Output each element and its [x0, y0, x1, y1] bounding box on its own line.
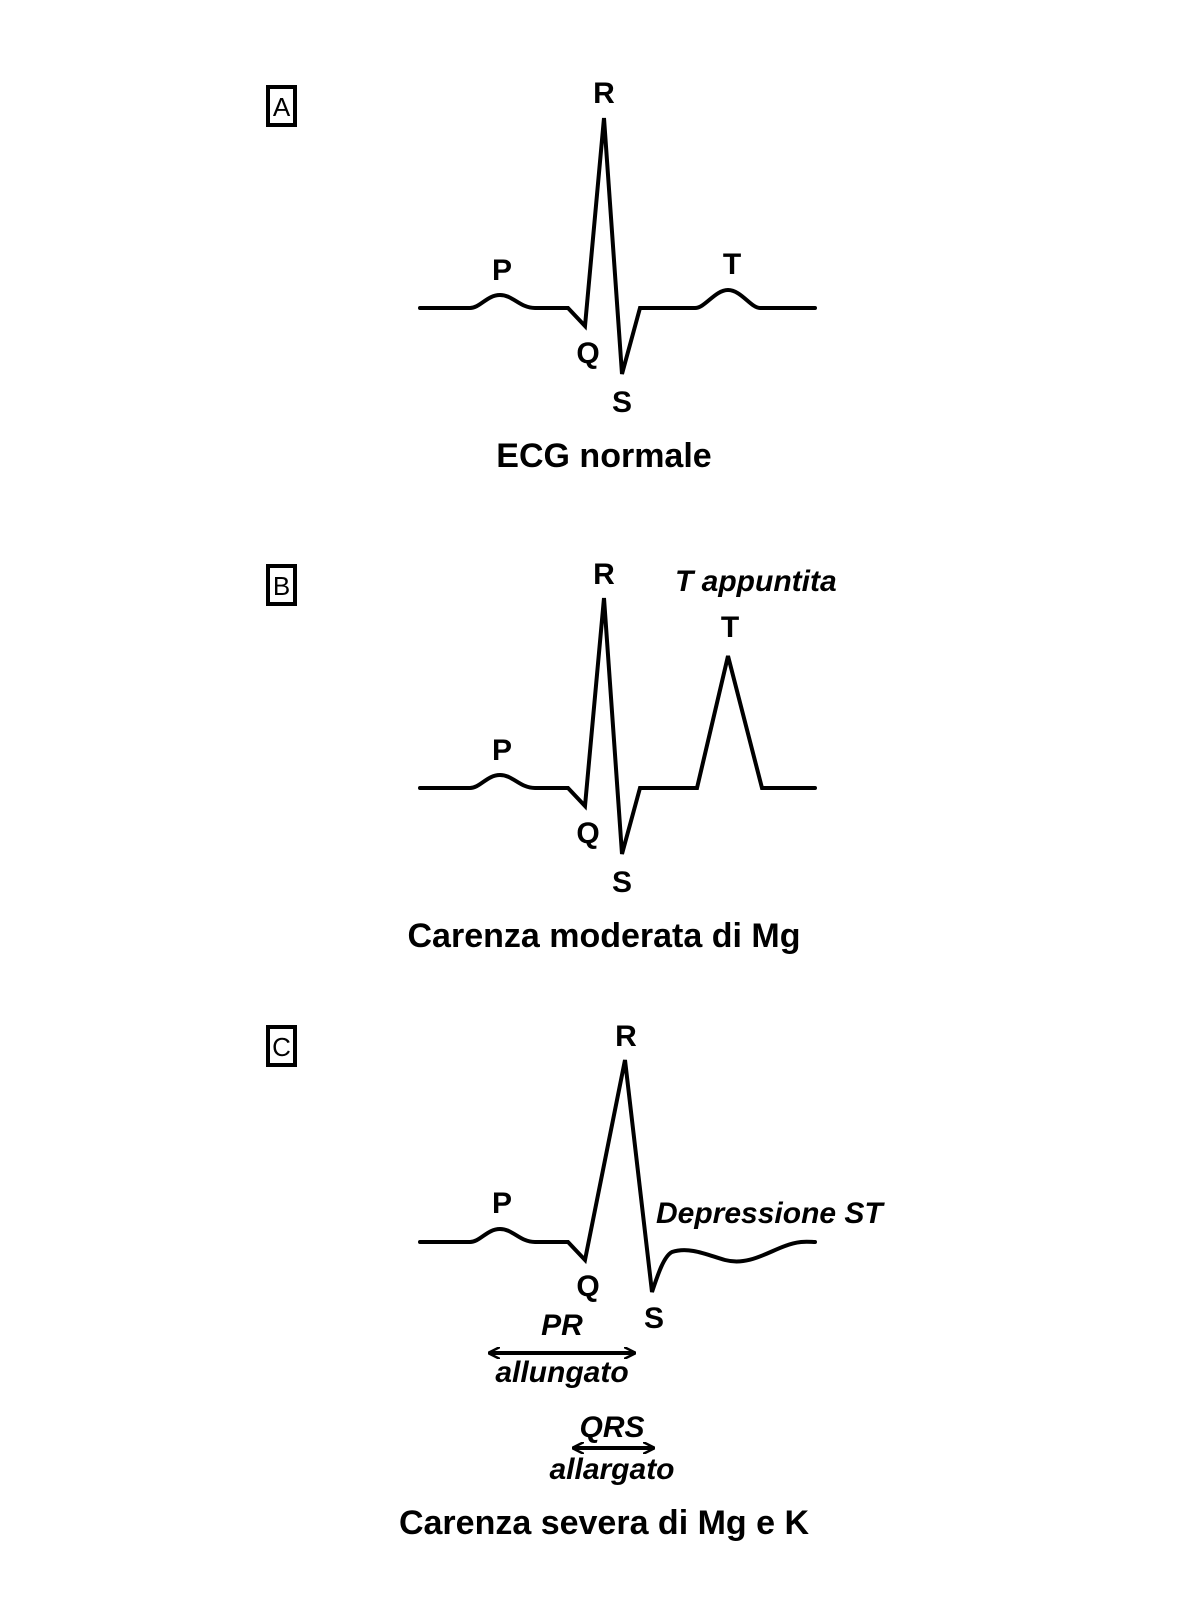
- panel-c-st-annotation: Depressione ST: [656, 1197, 885, 1230]
- panel-b-caption: Carenza moderata di Mg: [408, 917, 801, 955]
- panel-b-t-label: T: [721, 611, 739, 644]
- panel-b-t-annotation: T appuntita: [675, 565, 837, 598]
- qrs-interval-label: QRS: [579, 1411, 644, 1444]
- panel-c-p-label: P: [492, 1187, 512, 1220]
- panel-c-ecg-trace: [418, 1059, 817, 1293]
- panel-a-tag: A: [273, 92, 291, 122]
- panel-c-caption: Carenza severa di Mg e K: [399, 1504, 810, 1542]
- panel-a-tag-box: [266, 85, 297, 127]
- panel-b-r-label: R: [593, 558, 615, 591]
- panel-a-r-label: R: [593, 77, 615, 110]
- panel-b: B R T appuntita T P Q S Carenza moderata…: [266, 558, 837, 955]
- panel-a-q-label: Q: [576, 337, 599, 370]
- panel-b-tag-box: [266, 564, 297, 606]
- panel-b-q-label: Q: [576, 817, 599, 850]
- panel-b-ecg-trace: [418, 597, 817, 855]
- panel-a-s-label: S: [612, 386, 632, 419]
- qrs-interval-sublabel: allargato: [549, 1453, 674, 1486]
- panel-b-tag: B: [273, 571, 290, 601]
- panel-c: C R P Depressione ST Q S PR allungato QR…: [266, 1020, 885, 1542]
- panel-b-s-label: S: [612, 866, 632, 899]
- pr-interval-label: PR: [541, 1309, 583, 1342]
- panel-a: A R P T Q S ECG normale: [266, 77, 817, 475]
- panel-a-caption: ECG normale: [496, 437, 711, 475]
- panel-b-p-label: P: [492, 734, 512, 767]
- panel-a-t-label: T: [723, 248, 741, 281]
- panel-c-tag: C: [272, 1032, 291, 1062]
- panel-c-r-label: R: [615, 1020, 637, 1053]
- pr-interval-sublabel: allungato: [495, 1356, 628, 1389]
- panel-c-s-label: S: [644, 1302, 664, 1335]
- panel-c-tag-box: [266, 1025, 297, 1067]
- panel-a-ecg-trace: [418, 117, 817, 375]
- panel-c-q-label: Q: [576, 1270, 599, 1303]
- panel-a-p-label: P: [492, 254, 512, 287]
